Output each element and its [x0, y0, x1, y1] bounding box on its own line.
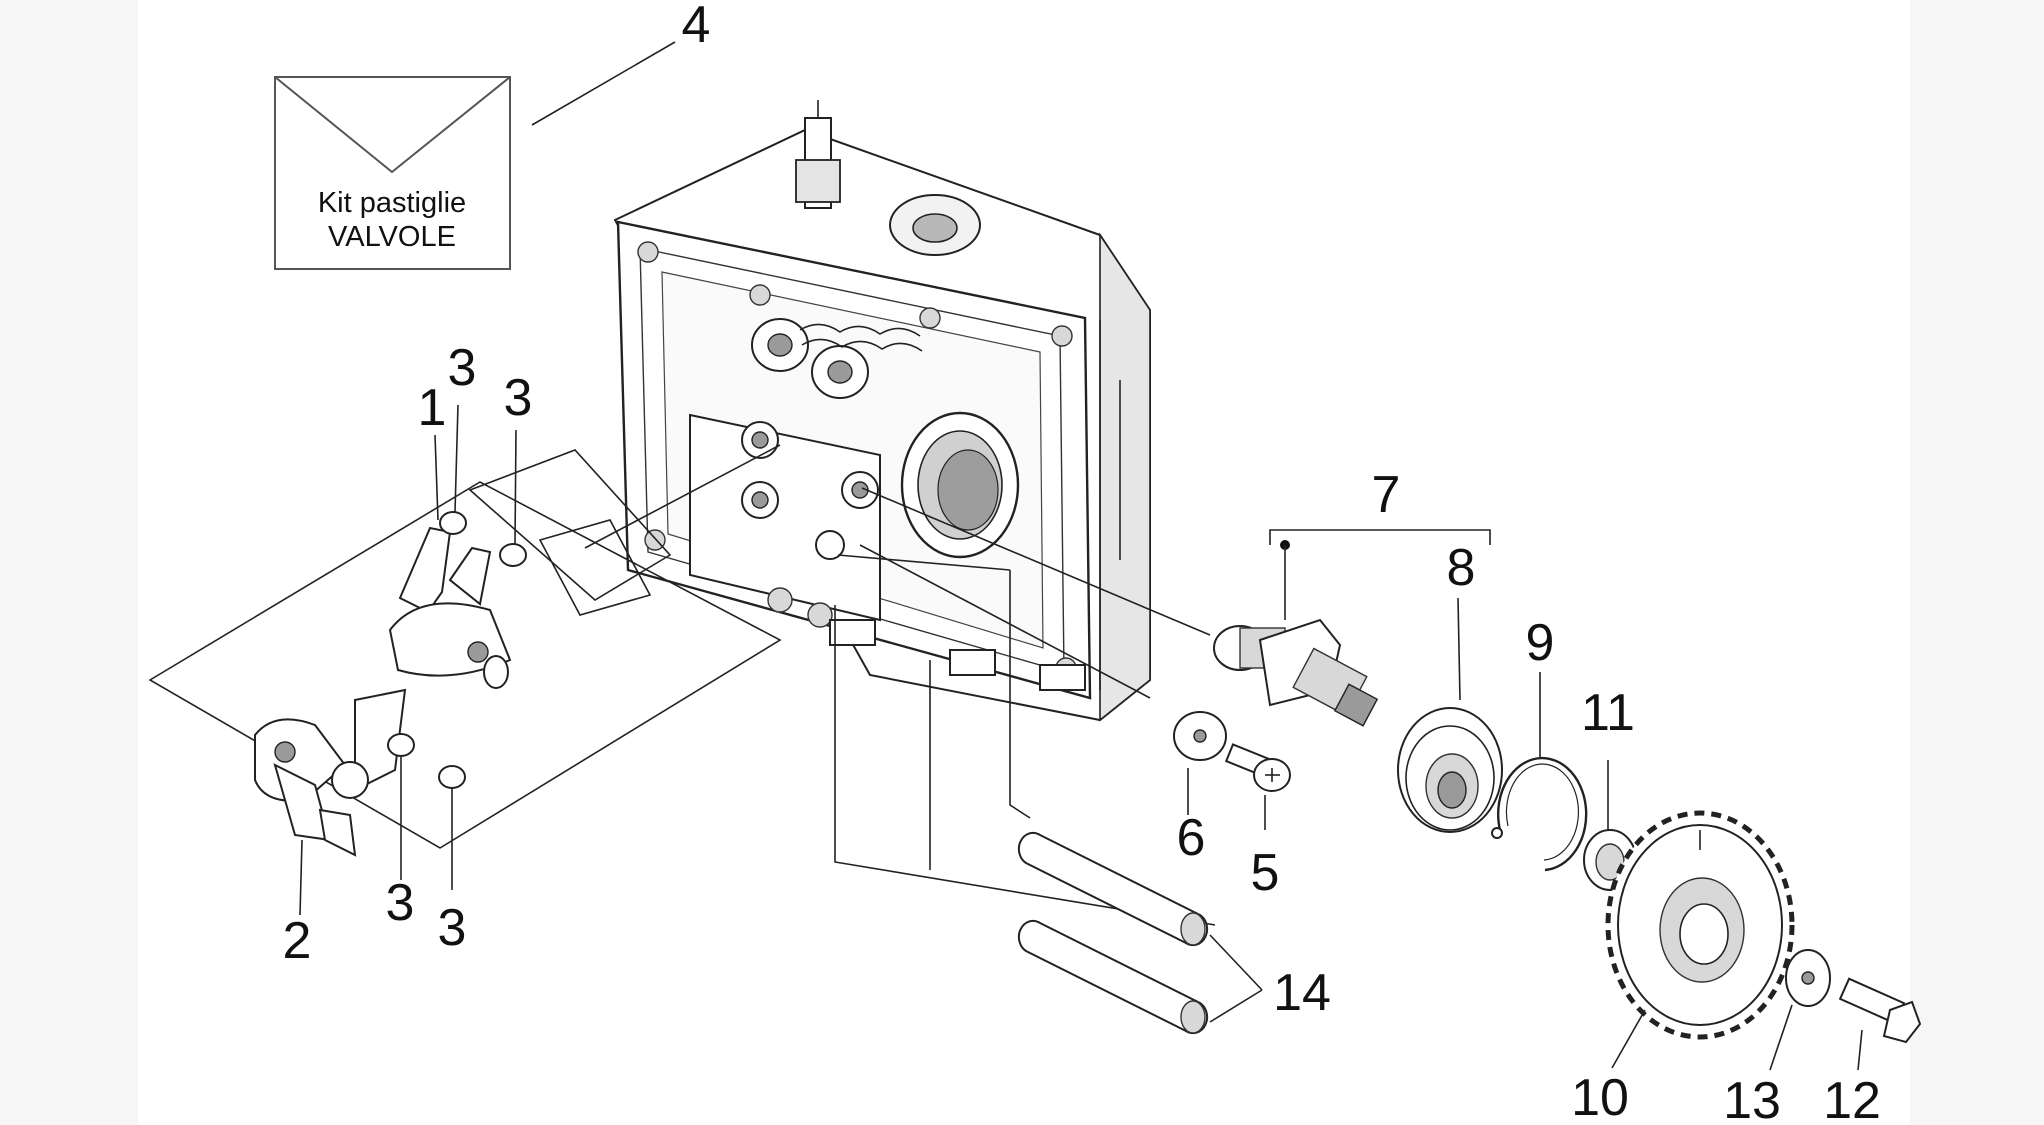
callout-8: 8	[1447, 539, 1476, 597]
callout-10: 10	[1571, 1069, 1629, 1125]
bolt-12	[1838, 977, 1922, 1044]
callout-7: 7	[1372, 466, 1401, 524]
callout-14: 14	[1273, 964, 1331, 1022]
callout-3a: 3	[448, 339, 477, 397]
callout-1: 1	[418, 379, 447, 437]
callout-numbers: 4 3 3 1 7 8 9 11 6 5 3 3 2 14 10 13 12	[283, 0, 1881, 1125]
callout-2: 2	[283, 912, 312, 970]
leader-4	[531, 41, 676, 126]
callout-5: 5	[1251, 844, 1280, 902]
kit-label-line2: VALVOLE	[328, 221, 456, 253]
washer-13	[1785, 949, 1831, 1007]
callout-11: 11	[1581, 684, 1635, 742]
callout-4: 4	[682, 0, 711, 54]
rocker-arm-1	[388, 449, 672, 689]
kit-label-line1: Kit pastiglie	[318, 187, 466, 219]
valve-pad-kit-box: Kit pastiglie VALVOLE	[274, 76, 511, 270]
camshaft	[1213, 529, 1491, 727]
callout-6: 6	[1177, 809, 1206, 867]
screw-5	[1224, 743, 1291, 792]
bearing-8	[1397, 707, 1503, 833]
callout-9: 9	[1526, 614, 1555, 672]
leader-lines	[584, 444, 1216, 926]
rocker-arm-2	[148, 481, 782, 857]
washer-6	[1173, 711, 1227, 761]
snap-ring-9	[1491, 756, 1588, 872]
callout-13: 13	[1723, 1072, 1781, 1125]
sprocket-10	[1605, 810, 1795, 1040]
dowel-pins-14	[1017, 831, 1209, 1035]
callout-3b: 3	[504, 369, 533, 427]
valve-springs	[751, 318, 923, 399]
valve-pads	[387, 511, 527, 789]
callout-3c: 3	[386, 874, 415, 932]
cylinder-head	[613, 100, 1151, 722]
callout-3d: 3	[438, 899, 467, 957]
callout-12: 12	[1823, 1072, 1881, 1125]
envelope-icon	[274, 76, 511, 174]
